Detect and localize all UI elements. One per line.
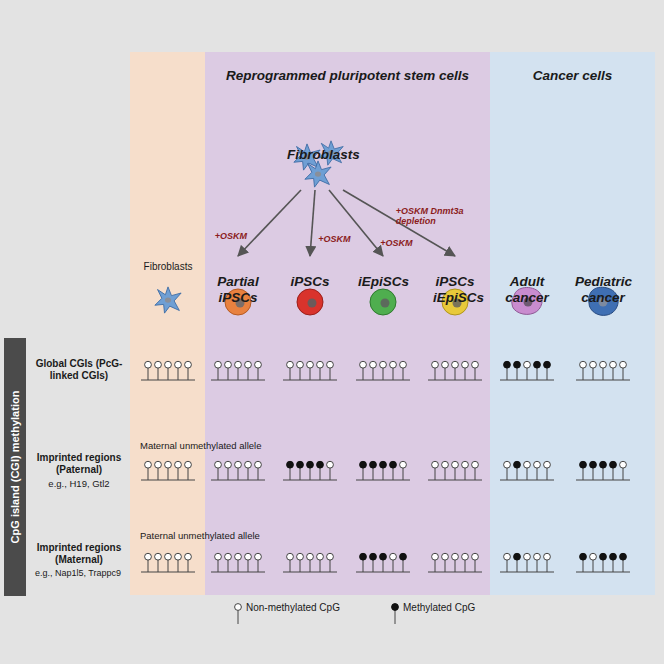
side-bar: CpG island (CGI) methylation — [4, 338, 26, 596]
cell-label: iPSCs iEpiSCs — [433, 258, 477, 305]
row-label: e.g., H19, Gtl2 — [26, 478, 132, 489]
cpg-lollipops — [141, 361, 630, 572]
reprogramming-arrow — [310, 190, 315, 256]
cell-node: Partial iPSCs — [211, 255, 265, 305]
row-label: Imprinted regions (Paternal) — [28, 452, 130, 476]
legend-text: Methylated CpG — [403, 602, 475, 613]
allele-note: Paternal unmethylated allele — [140, 530, 260, 541]
edge-label: +OSKM — [215, 231, 247, 241]
column-ground — [205, 52, 490, 595]
row-label: Imprinted regions (Maternal) — [28, 542, 130, 566]
cell-node: Fibroblasts — [287, 128, 357, 190]
cell-label: iEpiSCs — [358, 258, 408, 290]
cell-node: Fibroblasts — [135, 258, 201, 273]
legend-text: Non-methylated CpG — [246, 602, 340, 613]
row-label: Global CGIs (PcG-linked CGIs) — [28, 358, 130, 382]
edge-label: +OSKM — [318, 234, 350, 244]
panel-heading: Reprogrammed pluripotent stem cells — [205, 52, 490, 83]
cell-label: iPSCs — [285, 258, 335, 290]
reprogramming-arrow — [238, 190, 301, 256]
cell-label: Partial iPSCs — [211, 258, 265, 305]
cell-label: Adult cancer — [502, 258, 552, 305]
cell-node: Pediatric cancer — [575, 255, 631, 305]
panel-heading: Cancer cells — [490, 52, 655, 83]
cell-label: Pediatric cancer — [575, 258, 631, 305]
cell-label: Fibroblasts — [287, 131, 357, 163]
reprogramming-arrow — [329, 190, 383, 256]
cell-node: iEpiSCs — [358, 255, 408, 290]
section-panel: Cancer cellsAdult cancer Pediatric cancer — [490, 52, 655, 595]
cell-node: iPSCs — [285, 255, 335, 290]
edge-label: +OSKM Dnmt3a depletion — [396, 206, 476, 227]
column-ground — [130, 52, 205, 595]
cell-node: Adult cancer — [502, 255, 552, 305]
cell-label: Fibroblasts — [135, 261, 201, 273]
cell-node: iPSCs iEpiSCs — [433, 255, 477, 305]
section-panel: Reprogrammed pluripotent stem cellsFibro… — [205, 52, 490, 595]
allele-note: Maternal unmethylated allele — [140, 440, 261, 451]
bar-label: CpG island (CGI) methylation — [9, 391, 21, 544]
column-ground — [490, 52, 655, 595]
row-label: e.g., Nap1l5, Trappc9 — [24, 568, 132, 579]
fibroblast-cell — [155, 287, 181, 313]
edge-label: +OSKM — [380, 238, 412, 248]
ipsc-cells — [225, 289, 468, 315]
